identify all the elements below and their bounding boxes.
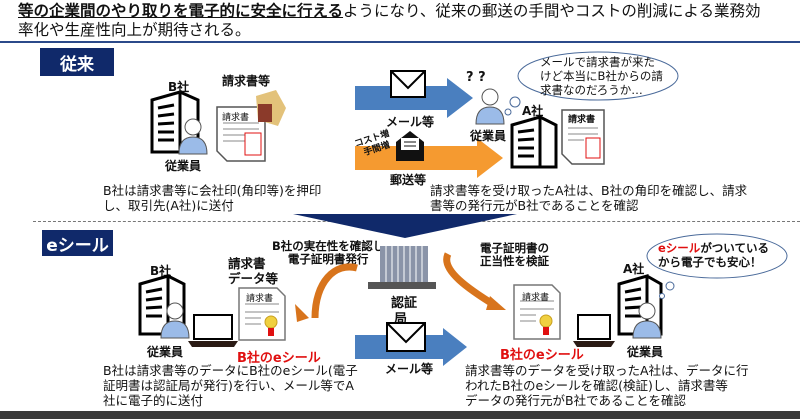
open-envelope-icon: [396, 131, 424, 161]
company-a-label: A社: [522, 104, 544, 118]
desc-b-eseal: B社は請求書等のデータにB社のeシール(電子証明書は認証局が発行)を行い、メール…: [103, 363, 358, 408]
transition-down-arrow: [293, 214, 517, 238]
envelope-icon: [386, 322, 426, 352]
desc-a-conventional: 請求書等を受け取ったA社は、B社の角印を確認し、請求書等の発行元がB社であること…: [430, 183, 748, 213]
header-rule: [0, 41, 800, 43]
email-label: メール等: [385, 362, 434, 376]
invoice-data-label: 請求書データ等: [228, 256, 279, 286]
post-arrow: [355, 138, 503, 178]
question-marks: ? ?: [466, 70, 486, 85]
invoice-document-icon: [561, 109, 605, 165]
section-label-eseal: eシール: [42, 230, 113, 256]
header-line-1: 等の企業間のやり取りを電子的に安全に行えるようになり、従来の郵送の手間やコストの…: [18, 2, 761, 20]
section-label-conventional: 従来: [40, 48, 114, 76]
company-b-label: B社: [168, 80, 190, 94]
building-a-icon: [510, 115, 558, 169]
thought-text-conventional: メールで請求書が来たけど本当にB社からの請求書なのだろうか…: [540, 55, 663, 97]
employee-b-label: 従業員: [147, 345, 184, 359]
verify-text: 電子証明書の正当性を検証: [480, 241, 549, 268]
invoice-doc-title: 請求書: [222, 113, 250, 123]
certificate-verify-arrow: [443, 252, 506, 310]
desc-a-eseal: 請求書等のデータを受け取ったA社は、データに行われたB社のeシールを確認(検証)…: [465, 363, 749, 408]
company-b-label: B社: [150, 264, 172, 278]
email-label: メール等: [386, 115, 435, 129]
post-label: 郵送等: [390, 173, 427, 187]
certificate-authority-building-icon: [368, 246, 436, 289]
ca-action-text: B社の実在性を確認し電子証明書発行: [272, 239, 385, 266]
eseal-doc-title: 請求書: [246, 294, 274, 304]
employee-b-label: 従業員: [165, 159, 202, 173]
laptop-icon: [188, 314, 238, 347]
employee-icon: [160, 302, 190, 339]
thought-cloud: [646, 233, 788, 299]
eseal-document-icon: [513, 284, 561, 340]
employee-icon: [632, 302, 662, 339]
invoice-document-icon: [216, 106, 266, 162]
header-line-2: 率化や生産性向上が期待される。: [18, 21, 251, 39]
employee-a-label: 従業員: [470, 129, 507, 143]
laptop-icon: [573, 314, 615, 347]
thought-cloud: [504, 51, 679, 116]
thought-text-eseal: eシールがついているから電子でも安心！: [658, 241, 769, 269]
employee-icon: [475, 88, 505, 125]
desc-b-conventional: B社は請求書等に会社印(角印等)を押印し、取引先(A社)に送付: [103, 183, 322, 213]
invoice-doc-title-a: 請求書: [568, 115, 596, 125]
invoice-label: 請求書等: [222, 74, 271, 88]
employee-icon: [178, 118, 208, 155]
eseal-doc-title: 請求書: [522, 293, 550, 303]
company-a-label: A社: [623, 262, 645, 276]
eseal-document-icon: [238, 287, 286, 341]
employee-a-label: 従業員: [627, 345, 664, 359]
envelope-icon: [390, 70, 426, 98]
eseal-a-label: B社のeシール: [500, 348, 584, 363]
bottom-bar: [0, 411, 800, 419]
certificate-issue-arrow: [295, 263, 358, 322]
email-arrow: [355, 78, 473, 118]
eseal-b-label: B社のeシール: [237, 351, 321, 366]
stamp-icon: [256, 90, 286, 126]
